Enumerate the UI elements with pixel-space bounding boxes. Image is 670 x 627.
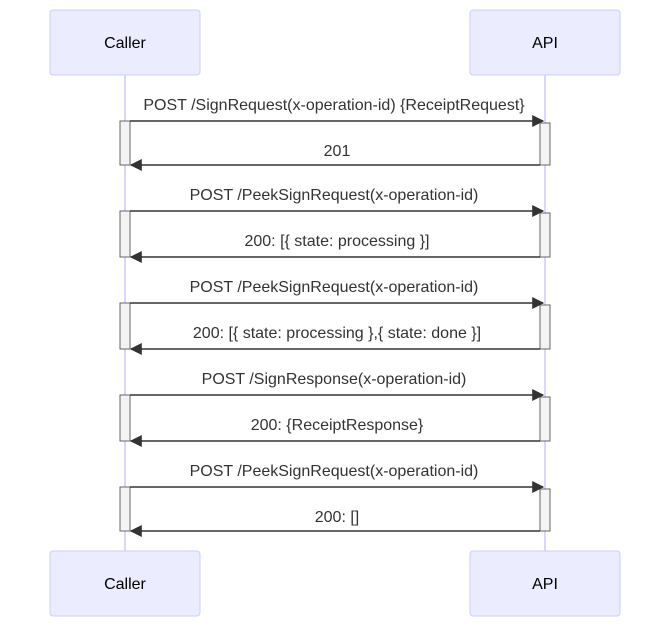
activation-caller-2 xyxy=(119,210,131,258)
message-4: 200: [{ state: processing }] xyxy=(129,233,540,263)
message-5: POST /PeekSignRequest(x-operation-id) xyxy=(130,279,545,309)
message-5-label: POST /PeekSignRequest(x-operation-id) xyxy=(190,279,479,296)
actor-caller-top: Caller xyxy=(49,9,201,76)
activation-caller-5 xyxy=(119,486,131,532)
message-3-label: POST /PeekSignRequest(x-operation-id) xyxy=(190,187,479,204)
message-8: 200: {ReceiptResponse} xyxy=(129,417,540,447)
message-4-label: 200: [{ state: processing }] xyxy=(244,233,429,250)
activation-api-1 xyxy=(539,122,551,166)
activation-api-3 xyxy=(539,304,551,350)
activation-api-5 xyxy=(539,488,551,532)
message-9: POST /PeekSignRequest(x-operation-id) xyxy=(130,463,545,493)
message-10-label: 200: [] xyxy=(315,509,359,526)
message-8-label: 200: {ReceiptResponse} xyxy=(251,417,424,434)
message-1-label: POST /SignRequest(x-operation-id) {Recei… xyxy=(143,97,525,114)
actor-caller-top-label: Caller xyxy=(104,35,146,52)
activation-caller-1 xyxy=(119,120,131,166)
activation-api-2 xyxy=(539,212,551,258)
activation-caller-3 xyxy=(119,302,131,350)
actor-api-bottom-label: API xyxy=(532,576,558,593)
activation-api-4 xyxy=(539,396,551,442)
message-1: POST /SignRequest(x-operation-id) {Recei… xyxy=(130,97,545,127)
actor-api-bottom: API xyxy=(469,550,621,617)
actor-caller-bottom-label: Caller xyxy=(104,576,146,593)
message-2-label: 201 xyxy=(324,143,351,160)
message-10: 200: [] xyxy=(129,509,540,537)
message-2: 201 xyxy=(129,143,540,171)
message-7-label: POST /SignResponse(x-operation-id) xyxy=(202,371,467,388)
activation-caller-4 xyxy=(119,394,131,442)
actor-caller-bottom: Caller xyxy=(49,550,201,617)
actor-api-top-label: API xyxy=(532,35,558,52)
message-9-label: POST /PeekSignRequest(x-operation-id) xyxy=(190,463,479,480)
message-6: 200: [{ state: processing },{ state: don… xyxy=(129,325,540,355)
message-3: POST /PeekSignRequest(x-operation-id) xyxy=(130,187,545,217)
actor-api-top: API xyxy=(469,9,621,76)
message-7: POST /SignResponse(x-operation-id) xyxy=(130,371,545,401)
message-6-label: 200: [{ state: processing },{ state: don… xyxy=(193,325,481,342)
